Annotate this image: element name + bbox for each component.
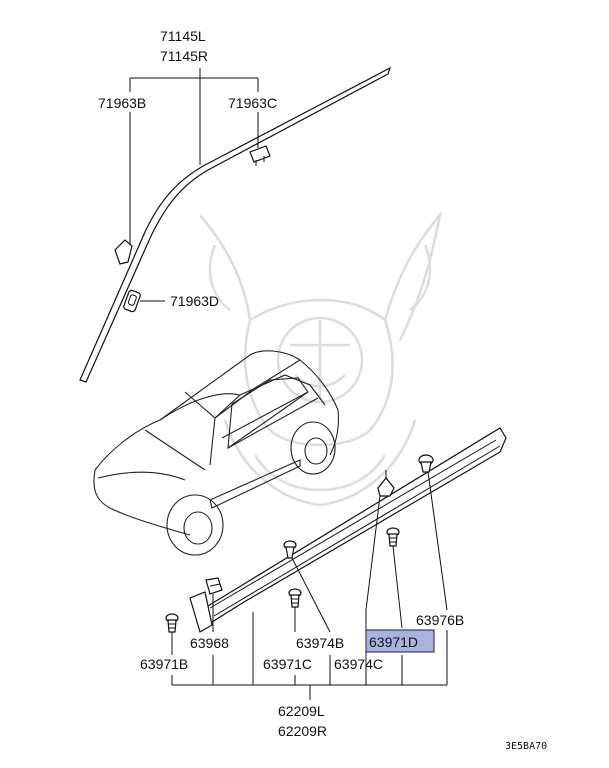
label-71963D[interactable]: 71963D — [170, 293, 219, 309]
watermark-emblem — [199, 210, 443, 507]
highlight-63971D — [365, 629, 435, 653]
car-outline — [93, 350, 339, 556]
clip-63974C-icon — [377, 470, 395, 497]
label-63974B[interactable]: 63974B — [296, 635, 344, 651]
leader-lines-sill — [171, 471, 448, 700]
label-62209R[interactable]: 62209R — [278, 723, 327, 739]
diagram-code: 3E5BA70 — [505, 741, 547, 752]
label-63971B[interactable]: 63971B — [140, 656, 188, 672]
label-63971D[interactable]: 63971D — [369, 634, 418, 650]
label-71963B[interactable]: 71963B — [98, 95, 146, 111]
label-63971C[interactable]: 63971C — [263, 656, 312, 672]
label-71145L[interactable]: 71145L — [160, 28, 206, 44]
label-63968[interactable]: 63968 — [190, 635, 229, 651]
clip-71963C-icon — [249, 145, 271, 166]
label-62209L[interactable]: 62209L — [278, 703, 325, 719]
screw-63971D-icon — [386, 527, 400, 547]
leader-lines-roof — [129, 68, 259, 302]
screw-63971C-icon — [288, 588, 302, 608]
label-71963C[interactable]: 71963C — [228, 95, 277, 111]
side-sill-garnish — [189, 427, 507, 633]
label-63976B[interactable]: 63976B — [416, 612, 464, 628]
roof-drip-molding — [79, 66, 392, 383]
clip-71963D-icon — [123, 289, 141, 313]
clip-71963B-icon — [114, 239, 133, 265]
label-63974C[interactable]: 63974C — [334, 656, 383, 672]
screw-63971B-icon — [165, 613, 179, 633]
clip-63968-icon — [205, 577, 223, 595]
clip-63976B-icon — [418, 454, 434, 473]
label-71145R[interactable]: 71145R — [160, 48, 208, 64]
